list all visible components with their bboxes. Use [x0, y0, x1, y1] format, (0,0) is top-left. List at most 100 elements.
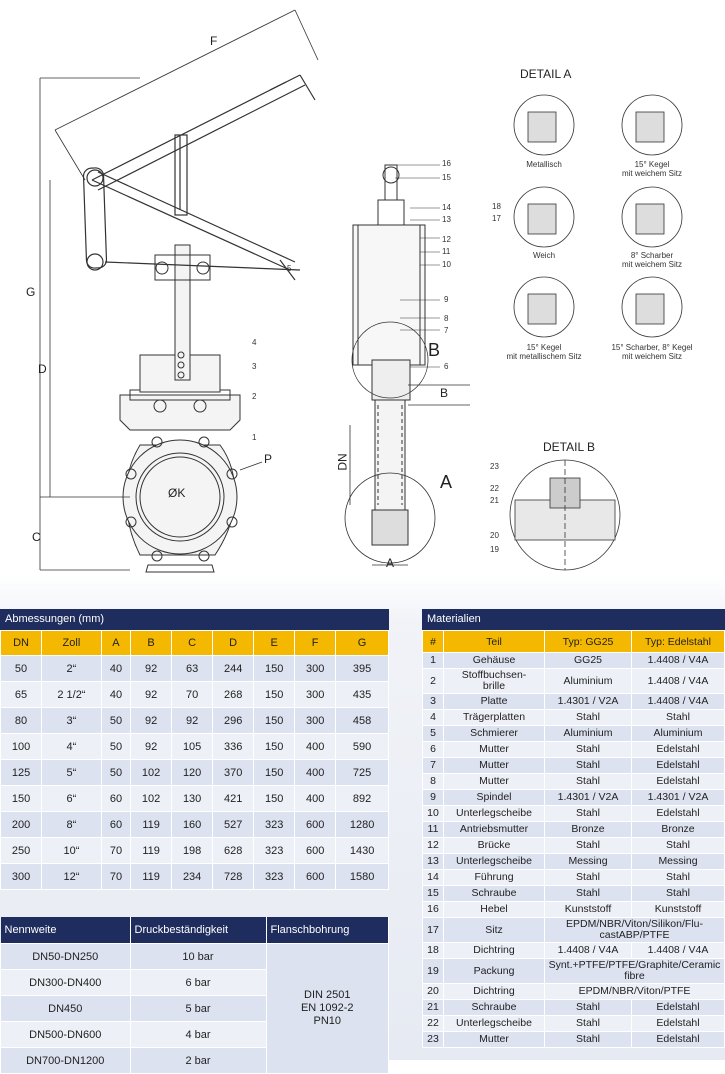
table-cell: 395	[335, 655, 389, 682]
detail-a-caption-3: Weich	[532, 251, 556, 260]
table-cell: 60	[100, 785, 132, 812]
table-cell: 400	[294, 785, 337, 812]
table-cell: 125	[0, 759, 43, 786]
table-cell: 92	[130, 733, 173, 760]
table-cell: 725	[335, 759, 389, 786]
table-cell: Unterlegscheibe	[443, 853, 545, 870]
table-cell: 70	[171, 681, 214, 708]
callout-12: 12	[442, 235, 451, 244]
table-cell: 200	[0, 811, 43, 838]
table-cell: 120	[171, 759, 214, 786]
pressure-header-flansch: Flanschbohrung	[266, 917, 389, 944]
table-cell: 92	[171, 707, 214, 734]
dimensions-header-cell: DN	[0, 630, 43, 656]
table-cell: 22	[422, 1015, 444, 1032]
table-cell: 400	[294, 759, 337, 786]
pressure-header-nennweite: Nennweite	[0, 917, 131, 944]
table-cell: Mutter	[443, 1031, 545, 1048]
dimensions-header-cell: D	[212, 630, 255, 656]
table-cell: 2	[422, 668, 444, 694]
table-cell: Mutter	[443, 773, 545, 790]
materials-header-cell: Typ: Edelstahl	[631, 630, 725, 653]
table-cell: 2“	[41, 655, 102, 682]
table-cell: 70	[100, 837, 132, 864]
table-cell: 160	[171, 811, 214, 838]
table-cell: Dichtring	[443, 983, 545, 1000]
callout-9: 9	[444, 295, 449, 304]
table-cell: Aluminium	[544, 725, 632, 742]
table-cell: Antriebsmutter	[443, 821, 545, 838]
callout-20: 20	[490, 531, 499, 540]
table-cell: 1.4301 / V2A	[631, 789, 725, 806]
dimensions-header-cell: G	[335, 630, 389, 656]
table-cell: 1.4408 / V4A	[631, 693, 725, 710]
table-cell: 10	[422, 805, 444, 822]
table-cell: Stahl	[544, 773, 632, 790]
detail-b-drawing	[509, 459, 621, 571]
dim-label-F: F	[210, 34, 218, 48]
table-cell: 1.4408 / V4A	[631, 668, 725, 694]
lever-handle	[82, 74, 316, 281]
dimensions-header-cell: F	[294, 630, 337, 656]
dimensions-header-cell: C	[171, 630, 214, 656]
dim-label-P: P	[264, 452, 273, 466]
table-cell: 323	[253, 837, 296, 864]
table-cell: 150	[253, 707, 296, 734]
table-cell: 1.4408 / V4A	[631, 652, 725, 669]
pressure-header-row: Nennweite Druckbeständigkeit Flanschbohr…	[0, 917, 389, 944]
table-cell: 1280	[335, 811, 389, 838]
table-cell: 70	[100, 863, 132, 890]
table-cell: Führung	[443, 869, 545, 886]
detail-a-caption-4: 8° Scharber mit weichem Sitz	[621, 251, 682, 269]
table-cell: 323	[253, 811, 296, 838]
callout-17: 17	[492, 214, 501, 223]
table-cell: 130	[171, 785, 214, 812]
table-cell: 10 bar	[129, 943, 267, 970]
detail-b-title: DETAIL B	[543, 440, 596, 454]
dim-label-OK: ØK	[168, 486, 186, 500]
table-cell: Schraube	[443, 885, 545, 902]
detail-a-caption-1: Metallisch	[526, 160, 562, 169]
callout-13: 13	[442, 215, 451, 224]
table-cell: 11	[422, 821, 444, 838]
table-cell: Aluminium	[544, 668, 632, 694]
dim-label-DN: DN	[335, 453, 350, 471]
table-cell: Stahl	[544, 1015, 632, 1032]
table-cell: Stahl	[544, 999, 632, 1016]
dimensions-table-title: Abmessungen (mm)	[0, 609, 389, 630]
table-cell: 600	[294, 837, 337, 864]
table-cell: 150	[253, 785, 296, 812]
table-cell: Stahl	[544, 805, 632, 822]
table-cell: 600	[294, 863, 337, 890]
table-cell: 14	[422, 869, 444, 886]
table-cell: 6“	[41, 785, 102, 812]
table-cell: 5“	[41, 759, 102, 786]
table-cell: 4“	[41, 733, 102, 760]
table-cell: 1430	[335, 837, 389, 864]
table-cell: Mutter	[443, 741, 545, 758]
table-cell: 370	[212, 759, 255, 786]
table-cell: 92	[130, 681, 173, 708]
table-cell: 4	[422, 709, 444, 726]
table-cell: 50	[100, 733, 132, 760]
table-cell: Aluminium	[631, 725, 725, 742]
table-cell: Unterlegscheibe	[443, 805, 545, 822]
callout-16: 16	[442, 159, 451, 168]
callout-6: 6	[444, 362, 449, 371]
table-cell: Stahl	[544, 741, 632, 758]
table-cell: 21	[422, 999, 444, 1016]
table-cell: 5 bar	[129, 995, 267, 1022]
table-cell: Stahl	[631, 837, 725, 854]
